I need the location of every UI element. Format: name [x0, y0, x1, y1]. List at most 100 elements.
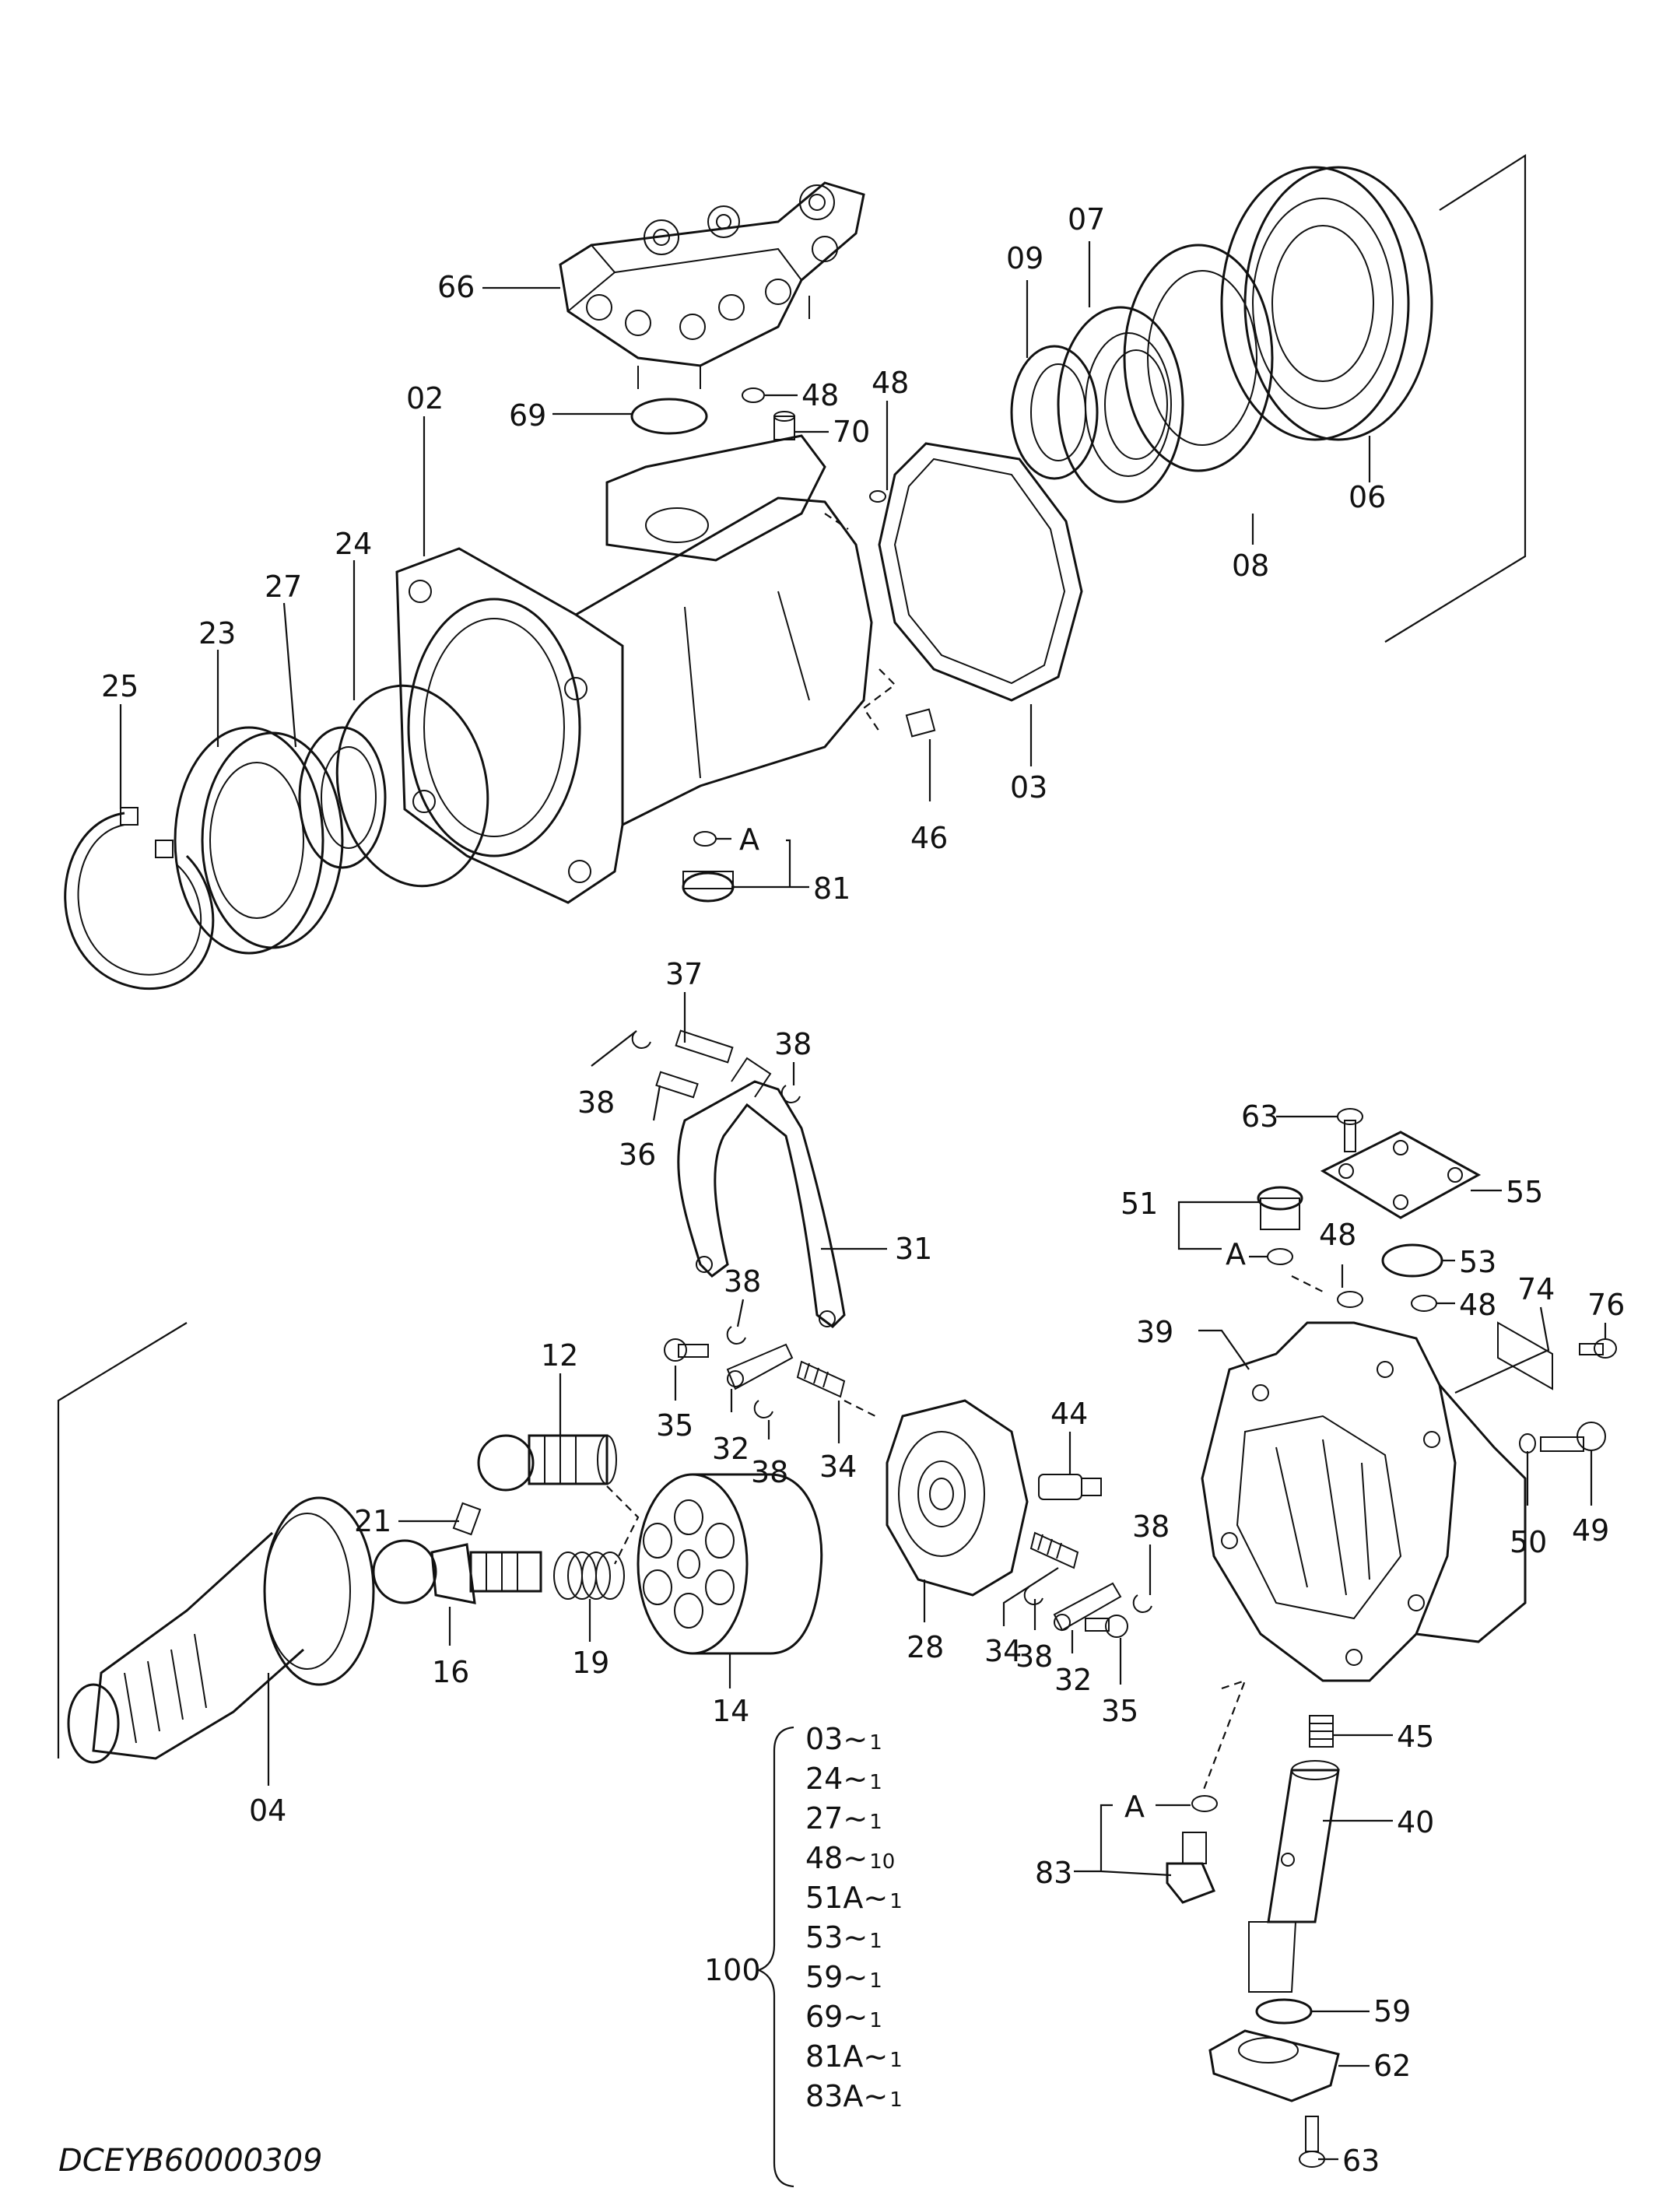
part-50-washer	[1519, 1433, 1536, 1453]
label-46: 46	[910, 821, 948, 855]
label-09: 09	[1006, 241, 1043, 275]
label-48a: 48	[801, 378, 839, 412]
label-74: 74	[1517, 1272, 1555, 1306]
label-39: 39	[1136, 1315, 1173, 1349]
label-35a: 35	[656, 1408, 693, 1443]
kit-item: 81A~1	[805, 2039, 903, 2074]
label-38b: 38	[577, 1085, 615, 1120]
part-32-link-b	[1053, 1582, 1122, 1632]
label-44: 44	[1050, 1397, 1088, 1431]
label-45: 45	[1397, 1720, 1434, 1754]
label-63b: 63	[1342, 2144, 1380, 2178]
part-32-link-a	[726, 1343, 794, 1390]
label-76: 76	[1587, 1288, 1625, 1322]
label-81: 81	[813, 871, 851, 906]
label-48b: 48	[872, 366, 909, 400]
part-24-o-ring	[335, 684, 489, 888]
label-23: 23	[198, 616, 236, 650]
drawing-code: DCEYB60000309	[58, 2143, 322, 2179]
part-51-plug	[1257, 1186, 1303, 1230]
label-32b: 32	[1054, 1663, 1092, 1697]
part-38-clip-b	[780, 1085, 801, 1103]
label-83: 83	[1035, 1856, 1072, 1890]
part-37-pin	[675, 1029, 734, 1064]
label-19: 19	[572, 1646, 609, 1680]
part-35-bolt-b	[1085, 1615, 1128, 1638]
part-25-snap-ring	[64, 807, 215, 990]
label-34b: 34	[984, 1634, 1022, 1668]
part-14-cylinder-block	[637, 1473, 823, 1655]
part-44-plug	[1038, 1474, 1102, 1500]
label-51: 51	[1121, 1187, 1158, 1221]
part-02-casing	[395, 434, 873, 904]
label-38c: 38	[724, 1264, 761, 1299]
part-a-small-ring	[693, 831, 717, 847]
kit-brace	[756, 1726, 794, 2188]
part-81-plug	[682, 871, 735, 903]
part-a-ring-3	[1191, 1795, 1218, 1812]
label-38f: 38	[1015, 1639, 1053, 1674]
part-48-ring-c	[1337, 1291, 1363, 1308]
part-66-valve-block	[559, 181, 865, 389]
part-48-small-o-ring	[742, 387, 765, 403]
label-48d: 48	[1459, 1288, 1496, 1322]
part-38-clip-a	[631, 1030, 651, 1049]
label-04: 04	[249, 1793, 286, 1828]
kit-list: 100 03~124~127~148~1051A~153~159~169~181…	[704, 1722, 903, 2188]
part-59-o-ring	[1255, 1998, 1313, 2025]
part-48-ring-d	[1411, 1295, 1437, 1312]
part-16-piston	[372, 1539, 542, 1604]
part-a-ring-2	[1267, 1248, 1293, 1265]
label-25: 25	[101, 669, 139, 703]
label-a3: A	[1124, 1790, 1145, 1824]
label-55: 55	[1506, 1175, 1543, 1209]
part-36-pin	[655, 1071, 699, 1099]
leader-lines	[119, 241, 1607, 2161]
part-39-valve-housing	[1201, 1321, 1527, 1682]
part-08-retainer	[1123, 244, 1274, 472]
label-34a: 34	[819, 1450, 857, 1484]
part-45-spring	[1309, 1715, 1334, 1748]
part-31-link-arm	[677, 1057, 846, 1328]
part-63-bolt-a	[1337, 1108, 1363, 1152]
part-09-lock-nut	[1010, 345, 1099, 480]
part-28-valve-plate	[886, 1399, 1029, 1597]
part-76-screw	[1579, 1338, 1617, 1359]
label-a1: A	[739, 822, 759, 857]
part-38-clip-c	[726, 1326, 746, 1345]
kit-number: 100	[704, 1953, 761, 1987]
part-labels: 66 69 48 70 48 02 09 07 06 08 24 27 23 2…	[101, 202, 1625, 2178]
label-40: 40	[1397, 1805, 1434, 1839]
label-06: 06	[1349, 480, 1386, 514]
part-55-cover-plate	[1320, 1131, 1482, 1219]
part-06-roller-bearing	[1220, 166, 1433, 441]
label-28: 28	[907, 1630, 944, 1664]
kit-item: 48~10	[805, 1841, 895, 1875]
label-07: 07	[1068, 202, 1105, 237]
label-37: 37	[665, 957, 703, 991]
label-66: 66	[437, 270, 475, 304]
label-63a: 63	[1241, 1099, 1278, 1134]
label-50: 50	[1510, 1525, 1547, 1559]
part-12-piston	[477, 1434, 617, 1492]
part-74-plate	[1497, 1321, 1553, 1390]
part-83-sensor	[1166, 1832, 1215, 1904]
label-32a: 32	[712, 1432, 749, 1466]
part-62-cover	[1208, 2029, 1340, 2102]
kit-item: 69~1	[805, 2000, 882, 2034]
label-14: 14	[712, 1694, 749, 1728]
label-38e: 38	[1132, 1509, 1170, 1544]
label-16: 16	[432, 1655, 469, 1689]
label-36: 36	[619, 1138, 656, 1172]
lower-left-bracket-line	[57, 1322, 188, 1758]
part-49-bolt	[1540, 1422, 1606, 1452]
part-27-oil-seal	[298, 726, 387, 869]
label-12: 12	[541, 1338, 578, 1373]
label-35b: 35	[1101, 1694, 1138, 1728]
label-69: 69	[509, 398, 546, 433]
part-23-housing-cap	[174, 726, 344, 955]
part-21-pin	[452, 1502, 482, 1536]
part-38-clip-f	[1132, 1594, 1152, 1613]
kit-item: 03~1	[805, 1722, 882, 1756]
label-62: 62	[1373, 2049, 1411, 2083]
